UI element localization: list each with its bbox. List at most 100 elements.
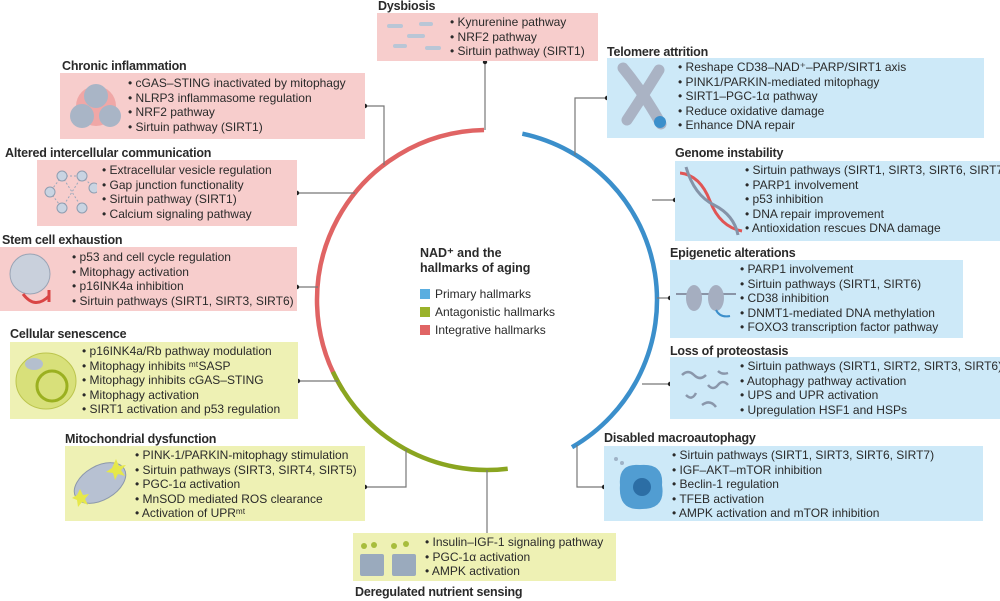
list-item: Antioxidation rescues DNA damage	[745, 221, 1000, 236]
list-item: Sirtuin pathways (SIRT1, SIRT6)	[740, 277, 938, 292]
deregulated-nutrient-sensing-list: Insulin–IGF-1 signaling pathwayPGC-1α ac…	[425, 535, 603, 579]
stem-cell-exhaustion-title: Stem cell exhaustion	[2, 233, 123, 247]
legend-integrative: Integrative hallmarks	[420, 323, 546, 337]
epigenetic-alterations-list: PARP1 involvementSirtuin pathways (SIRT1…	[740, 262, 939, 335]
list-item: Upregulation HSF1 and HSPs	[740, 403, 1000, 418]
list-item: Calcium signaling pathway	[102, 207, 272, 222]
cell-network-icon	[42, 168, 100, 223]
center-title: NAD⁺ and the hallmarks of aging	[420, 246, 530, 276]
stem-cell-exhaustion-list: p53 and cell cycle regulationMitophagy a…	[72, 250, 294, 308]
dna-helix-icon	[679, 165, 745, 242]
list-item: p16INK4a inhibition	[72, 279, 294, 294]
list-item: NRF2 pathway	[128, 105, 346, 120]
legend-label: Antagonistic hallmarks	[435, 305, 556, 319]
deregulated-nutrient-sensing-title: Deregulated nutrient sensing	[355, 585, 523, 599]
telomere-attrition-title: Telomere attrition	[607, 45, 709, 59]
legend-antagonistic: Antagonistic hallmarks	[420, 305, 555, 319]
mitochondrial-dysfunction-list: PINK-1/PARKIN-mitophagy stimulationSirtu…	[135, 448, 357, 521]
list-item: Mitophagy activation	[72, 265, 294, 280]
legend-primary: Primary hallmarks	[420, 287, 531, 301]
loss-of-proteostasis-title: Loss of proteostasis	[670, 344, 789, 358]
chromosome-icon	[615, 62, 670, 137]
senescent-cell-icon	[14, 350, 79, 417]
chronic-inflammation-title: Chronic inflammation	[62, 59, 187, 73]
list-item: Sirtuin pathways (SIRT1, SIRT2, SIRT3, S…	[740, 359, 1000, 374]
list-item: PGC-1α activation	[135, 477, 357, 492]
stem-cell-icon	[5, 252, 65, 312]
legend-swatch	[420, 307, 430, 317]
chronic-inflammation-list: cGAS–STING inactivated by mitophagyNLRP3…	[128, 76, 346, 134]
legend-label: Primary hallmarks	[435, 287, 532, 301]
list-item: Sirtuin pathways (SIRT1, SIRT3, SIRT6, S…	[672, 448, 935, 463]
list-item: UPS and UPR activation	[740, 388, 1000, 403]
list-item: Mitophagy inhibits cGAS–STING	[82, 373, 280, 388]
cellular-senescence-title: Cellular senescence	[10, 327, 127, 341]
list-item: Enhance DNA repair	[678, 118, 906, 133]
list-item: DNMT1-mediated DNA methylation	[740, 306, 938, 321]
list-item: p53 inhibition	[745, 192, 1000, 207]
list-item: Gap junction functionality	[102, 178, 272, 193]
antagonistic-arc	[330, 370, 508, 473]
immune-cells-icon	[68, 78, 123, 138]
genome-instability-title: Genome instability	[675, 146, 784, 160]
altered-intercellular-communication-title: Altered intercellular communication	[5, 146, 212, 160]
list-item: Insulin–IGF-1 signaling pathway	[425, 535, 604, 550]
mitochondrion-icon	[72, 455, 127, 515]
list-item: NLRP3 inflammasome regulation	[128, 91, 346, 106]
list-item: PARP1 involvement	[745, 178, 1000, 193]
list-item: NRF2 pathway	[450, 30, 585, 45]
list-item: p16INK4a/Rb pathway modulation	[82, 344, 280, 359]
list-item: Sirtuin pathways (SIRT3, SIRT4, SIRT5)	[135, 463, 357, 478]
list-item: SIRT1 activation and p53 regulation	[82, 402, 281, 417]
list-item: FOXO3 transcription factor pathway	[740, 320, 939, 335]
center-title-line: hallmarks of aging	[420, 261, 531, 275]
mitochondrial-dysfunction-title: Mitochondrial dysfunction	[65, 432, 217, 446]
legend-swatch	[420, 325, 430, 335]
list-item: AMPK activation and mTOR inhibition	[672, 506, 934, 521]
list-item: IGF–AKT–mTOR inhibition	[672, 463, 934, 478]
telomere-attrition-connector	[574, 97, 607, 155]
list-item: Activation of UPRᵐᵗ	[135, 506, 357, 521]
epigenetic-alterations-title: Epigenetic alterations	[670, 246, 796, 260]
list-item: Kynurenine pathway	[450, 15, 585, 30]
list-item: Sirtuin pathway (SIRT1)	[128, 120, 346, 135]
center-title-line: NAD⁺ and the	[420, 246, 502, 260]
membrane-receptor-icon	[358, 540, 420, 583]
list-item: MnSOD mediated ROS clearance	[135, 492, 357, 507]
autophagic-cell-icon	[610, 455, 668, 520]
list-item: CD38 inhibition	[740, 291, 938, 306]
list-item: Sirtuin pathway (SIRT1)	[450, 44, 585, 59]
list-item: Sirtuin pathways (SIRT1, SIRT3, SIRT6)	[72, 294, 294, 309]
list-item: Autophagy pathway activation	[740, 374, 1000, 389]
list-item: Reduce oxidative damage	[678, 104, 906, 119]
list-item: Reshape CD38–NAD⁺–PARP/SIRT1 axis	[678, 60, 907, 75]
altered-intercellular-communication-list: Extracellular vesicle regulationGap junc…	[102, 163, 272, 221]
legend-label: Integrative hallmarks	[435, 323, 546, 337]
dysbiosis-list: Kynurenine pathwayNRF2 pathwaySirtuin pa…	[450, 15, 585, 59]
list-item: Mitophagy activation	[82, 388, 280, 403]
disabled-macroautophagy-title: Disabled macroautophagy	[604, 431, 756, 445]
integrative-arc	[314, 127, 485, 392]
list-item: PGC-1α activation	[425, 550, 603, 565]
list-item: DNA repair improvement	[745, 207, 1000, 222]
list-item: Sirtuin pathways (SIRT1, SIRT3, SIRT6, S…	[745, 163, 1000, 178]
legend-swatch	[420, 289, 430, 299]
cellular-senescence-list: p16INK4a/Rb pathway modulationMitophagy …	[82, 344, 281, 417]
list-item: AMPK activation	[425, 564, 603, 579]
disabled-macroautophagy-list: Sirtuin pathways (SIRT1, SIRT3, SIRT6, S…	[672, 448, 934, 521]
bacteria-icon	[385, 18, 445, 63]
disabled-macroautophagy-connector	[576, 445, 604, 488]
list-item: TFEB activation	[672, 492, 934, 507]
nucleosome-icon	[676, 280, 736, 323]
primary-arc	[521, 131, 660, 450]
dysbiosis-title: Dysbiosis	[378, 0, 436, 13]
telomere-attrition-list: Reshape CD38–NAD⁺–PARP/SIRT1 axisPINK1/P…	[678, 60, 907, 133]
genome-instability-list: Sirtuin pathways (SIRT1, SIRT3, SIRT6, S…	[745, 163, 1000, 236]
list-item: SIRT1–PGC-1α pathway	[678, 89, 906, 104]
misfolded-proteins-icon	[678, 365, 736, 418]
loss-of-proteostasis-list: Sirtuin pathways (SIRT1, SIRT2, SIRT3, S…	[740, 359, 1000, 417]
list-item: PINK-1/PARKIN-mitophagy stimulation	[135, 448, 357, 463]
list-item: p53 and cell cycle regulation	[72, 250, 294, 265]
chronic-inflammation-connector	[365, 105, 385, 165]
list-item: PINK1/PARKIN-mediated mitophagy	[678, 75, 906, 90]
